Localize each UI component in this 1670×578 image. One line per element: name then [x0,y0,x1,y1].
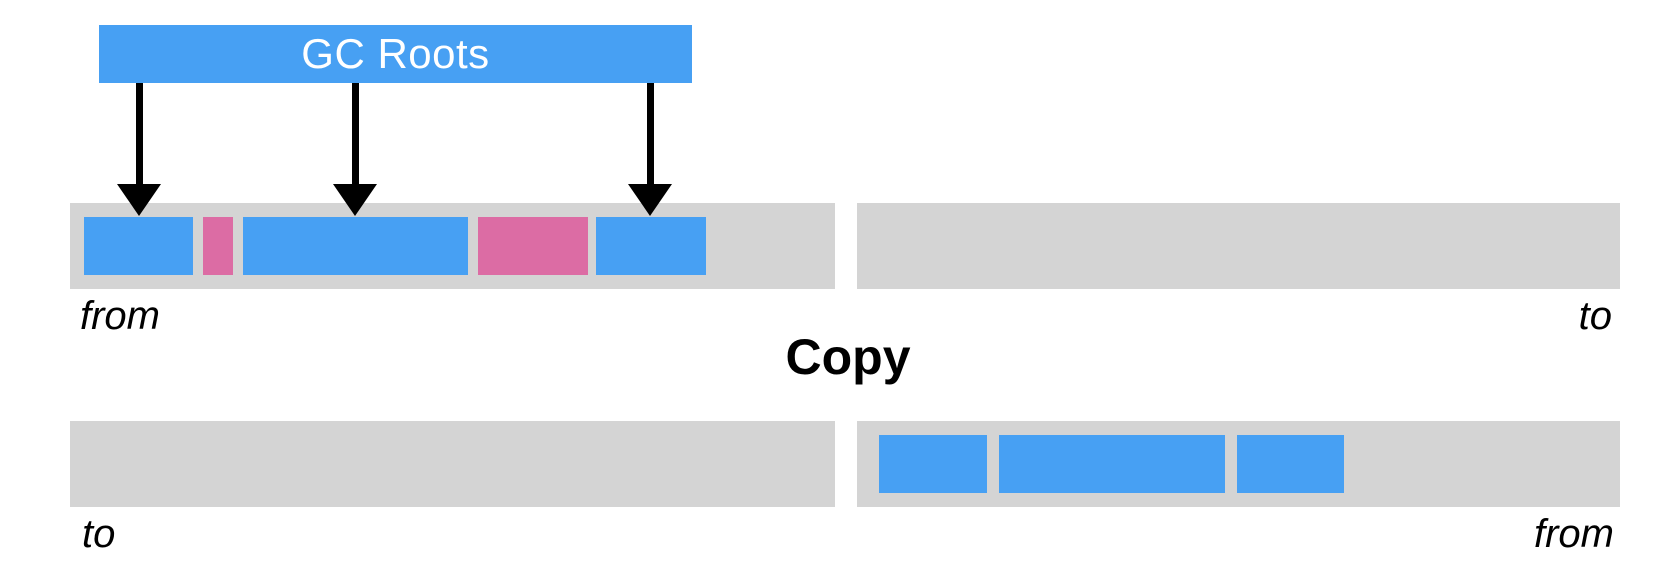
root-pointer-arrow [117,83,161,216]
live-object-block [596,217,706,275]
live-object-block [1237,435,1344,493]
to-space-label-after: to [82,512,116,556]
to-space-bar-before [857,203,1620,289]
copy-action-label: Copy [785,329,911,385]
live-object-block [999,435,1225,493]
gc-roots-box: GC Roots [99,25,692,83]
garbage-object-block [478,217,588,275]
from-space-label-after: from [1534,512,1614,556]
arrow-shaft [351,83,359,186]
root-pointer-arrow [628,83,672,216]
arrow-head-icon [117,184,161,216]
arrow-shaft [135,83,143,186]
from-space-label-before: from [80,294,160,338]
arrow-head-icon [333,184,377,216]
arrow-shaft [646,83,654,186]
root-pointer-arrow [333,83,377,216]
from-space-bar-before [70,203,835,289]
from-space-bar-after [857,421,1620,507]
live-object-block [84,217,193,275]
gc-roots-label: GC Roots [301,30,490,77]
arrow-head-icon [628,184,672,216]
to-space-bar-after [70,421,835,507]
garbage-object-block [203,217,233,275]
live-object-block [879,435,987,493]
live-object-block [243,217,468,275]
to-space-label-before: to [1578,294,1612,338]
